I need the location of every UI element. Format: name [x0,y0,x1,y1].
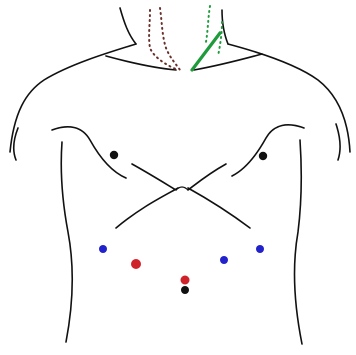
trocar-port-marker-red-left [131,259,141,269]
neck-vein-path-right [206,6,210,42]
left-arm-outline [14,128,18,160]
torso-right-side [295,140,302,344]
torso-left-side [61,142,72,342]
trocar-port-marker-blue-left [99,245,107,253]
torso-right-outline [228,44,350,152]
left-rib-margin [116,188,178,228]
neck-left-line [120,8,136,44]
neck-vein-path-right-2 [218,22,222,56]
sternum-left [132,164,176,190]
neck-vein-path-left-2 [160,8,180,70]
right-pectoral-line [232,125,304,176]
right-nipple-marker [259,152,267,160]
right-arm-outline [336,124,340,160]
catheter-line [192,33,220,70]
navel-marker [181,286,189,294]
right-rib-margin [188,188,250,228]
trocar-port-marker-red-center [181,276,190,285]
left-nipple-marker [110,151,118,159]
trocar-port-marker-blue-right [256,245,264,253]
trocar-port-marker-blue-center [220,256,228,264]
neck-right-line [222,10,228,44]
sternum-right [188,164,226,190]
torso-left-outline [10,44,136,152]
